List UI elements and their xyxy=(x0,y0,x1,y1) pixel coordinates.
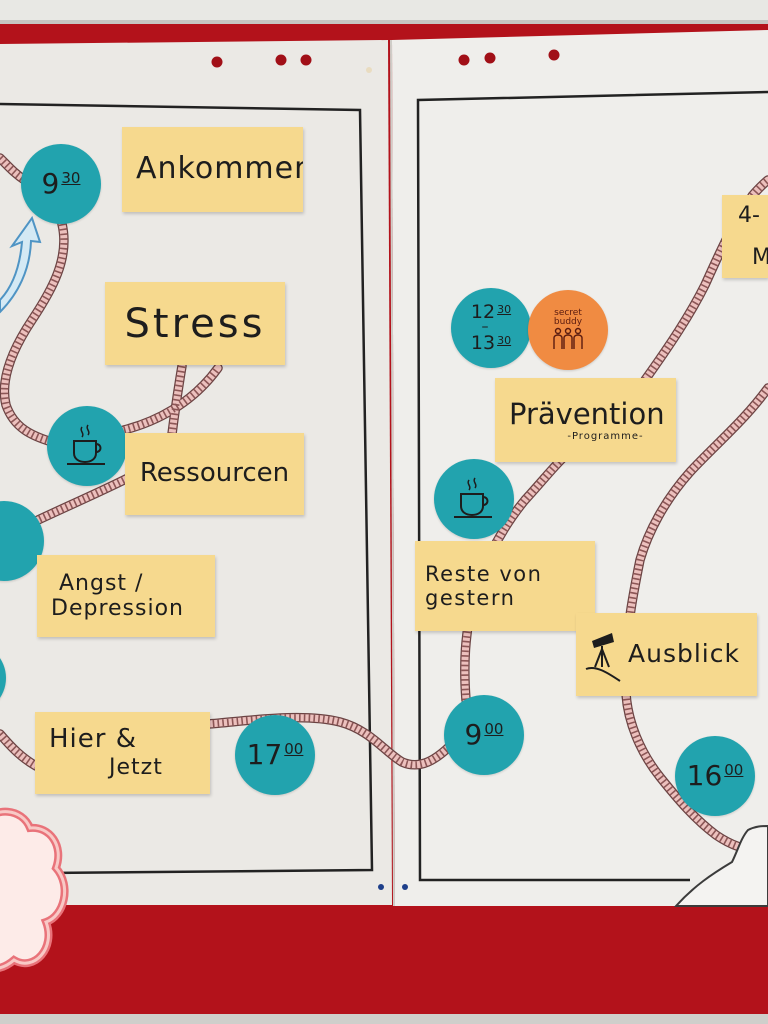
card-hier-jetzt: Hier & Jetzt xyxy=(35,712,210,794)
rope-segment xyxy=(626,385,768,617)
card-sublabel: -Programme- xyxy=(567,430,644,442)
time-hour: 16 xyxy=(686,759,723,792)
cloud-inner-outline xyxy=(0,810,67,970)
hole xyxy=(484,52,496,64)
card-label-line-1: 4- xyxy=(738,203,760,229)
card-label: Ankommen xyxy=(136,151,303,187)
thumbtack xyxy=(366,67,372,73)
hole xyxy=(548,49,560,61)
time-circle-partial-small xyxy=(0,642,6,714)
card-ankommen: Ankommen xyxy=(122,127,303,212)
rope-segment xyxy=(0,731,38,770)
buddy-label-line-2: buddy xyxy=(553,317,583,327)
secret-buddy-circle: secret buddy xyxy=(528,290,608,370)
hole xyxy=(275,54,287,66)
time-hour: 17 xyxy=(246,738,283,771)
cloud-outline xyxy=(0,807,69,972)
cloud-card xyxy=(0,807,69,972)
card-label-line-1: Angst / xyxy=(59,570,144,596)
card-label-line-2: M xyxy=(752,244,768,270)
time-minutes: 00 xyxy=(284,740,304,758)
buddy-label-line-1: secret xyxy=(554,308,582,318)
time-minutes: 30 xyxy=(497,303,512,317)
rope-segment xyxy=(748,176,768,200)
card-label-line-2: Jetzt xyxy=(109,755,163,781)
rope-segment xyxy=(168,365,186,435)
rope-segment xyxy=(36,474,130,524)
punched-holes xyxy=(211,49,560,68)
card-label-line-1: Reste von xyxy=(425,561,543,586)
board-frame-edge xyxy=(0,20,768,24)
card-label-line-2: gestern xyxy=(425,586,516,610)
time-minutes: 00 xyxy=(724,761,744,779)
coffee-break-circle-right xyxy=(434,459,514,539)
card-angst-depression: Angst / Depression xyxy=(37,555,215,637)
hill-drawing xyxy=(673,825,768,907)
time-hour: 9 xyxy=(464,718,483,751)
coffee-break-circle-left xyxy=(47,406,127,486)
board-frame-top xyxy=(0,0,768,20)
hole xyxy=(458,54,470,66)
card-label: Ressourcen xyxy=(139,458,290,489)
card-reste-von-gestern: Reste von gestern xyxy=(415,541,595,631)
rope-segment xyxy=(641,236,730,384)
time-hour: 12 xyxy=(470,301,496,324)
coffee-cup-icon xyxy=(454,477,492,518)
card-stress: Stress xyxy=(105,282,285,365)
pin xyxy=(378,884,384,890)
card-ressourcen: Ressourcen xyxy=(125,433,304,515)
frame-right xyxy=(416,90,768,882)
card-label: Ausblick xyxy=(628,639,740,669)
arrow-up-icon xyxy=(0,215,42,314)
time-separator: – xyxy=(481,319,489,336)
people-icon xyxy=(553,327,583,349)
time-hour: 13 xyxy=(470,331,496,354)
coffee-cup-icon xyxy=(67,424,105,465)
card-partial-top-right: 4- M xyxy=(722,195,768,278)
time-minutes: 30 xyxy=(497,333,512,347)
secret-buddy-content: secret buddy xyxy=(551,309,585,351)
board-frame-bottom xyxy=(0,1014,768,1024)
pin xyxy=(402,884,408,890)
time-minutes: 00 xyxy=(484,720,504,738)
time-hour: 9 xyxy=(41,167,60,200)
card-praevention: Prävention -Programme- xyxy=(495,378,676,462)
hole xyxy=(300,54,312,66)
card-label-line-1: Hier & xyxy=(49,724,137,755)
card-label: Prävention xyxy=(509,396,665,431)
time-minutes: 30 xyxy=(61,169,81,187)
lookout-tower-icon xyxy=(585,632,621,682)
card-ausblick: Ausblick xyxy=(576,613,757,696)
card-label: Stress xyxy=(124,300,266,347)
hole xyxy=(211,56,223,68)
frame-left xyxy=(0,102,374,875)
card-label-line-2: Depression xyxy=(51,596,184,621)
rope-segment xyxy=(0,223,68,446)
